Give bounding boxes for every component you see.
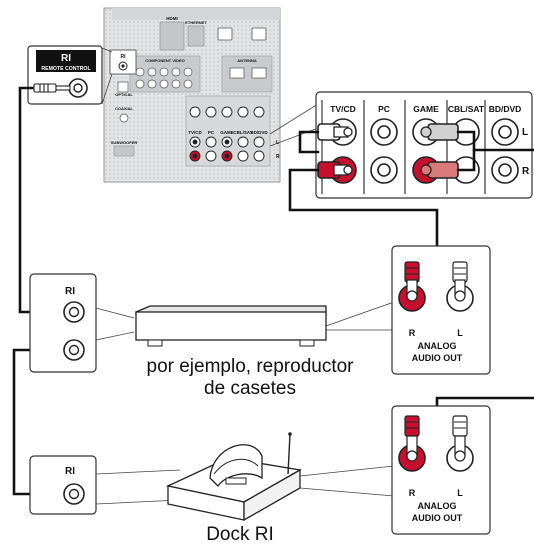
dock-ri-panel: RI <box>29 455 181 515</box>
device-caption: por ejemplo, reproductor de casetes <box>100 356 400 400</box>
zoom-channel-r: R <box>522 166 530 177</box>
analog-out-1-line2: AUDIO OUT <box>412 353 463 363</box>
rx-input-pc: PC <box>208 130 215 135</box>
plug-tvcd-l <box>317 123 353 141</box>
audio-cable-game-r <box>456 148 476 172</box>
zoomed-input-panel: TV/CD PC GAME CBL/SAT BD/DVD L R <box>269 91 533 199</box>
plug-tvcd-r <box>317 161 353 179</box>
audio-cable-game-l <box>456 130 534 152</box>
analog-out-1-l-label: L <box>457 328 463 338</box>
plug-game-r <box>420 161 459 179</box>
ri-plug-receiver <box>33 83 71 93</box>
device-ri-label: RI <box>65 286 75 297</box>
analog-out-2-l-label: L <box>457 488 463 498</box>
rx-input-game: GAME <box>220 130 234 135</box>
plug-game-l <box>420 123 459 141</box>
dock-ri-label: RI <box>65 466 75 477</box>
hdmi-port-1 <box>217 27 233 41</box>
svg-text:RI: RI <box>121 54 127 60</box>
analog-out-2-line1: ANALOG <box>418 501 457 511</box>
audio-cable-tvcd-top <box>298 130 320 154</box>
ethernet-port <box>187 25 205 47</box>
input-label-pc: PC <box>378 104 390 114</box>
subwoofer-label: SUBWOOFER <box>111 140 138 145</box>
audio-cable-tvcd <box>288 168 439 252</box>
hdmi-label: HDMI <box>166 16 178 21</box>
ethernet-label: ETHERNET <box>185 20 207 25</box>
analog-out-2-plug-l <box>446 415 474 472</box>
analog-out-1-r-label: R <box>409 328 416 338</box>
analog-audio-out-2: R L ANALOG AUDIO OUT <box>391 405 491 535</box>
analog-out-1-plug-l <box>446 261 474 312</box>
input-label-cblsat: CBL/SAT <box>448 104 485 114</box>
input-label-tvcd: TV/CD <box>330 104 356 114</box>
analog-out-2-r-label: R <box>409 488 416 498</box>
ri-remote-control-callout: RI REMOTE CONTROL <box>27 45 113 105</box>
optical-label: OPTICAL <box>115 92 133 97</box>
ri-port-subtitle: REMOTE CONTROL <box>41 66 91 72</box>
component-video-label: COMPONENT VIDEO <box>145 58 185 63</box>
rx-input-tvcd: TV/CD <box>188 130 202 135</box>
analog-audio-out-1: R L ANALOG AUDIO OUT <box>391 245 491 375</box>
ri-port-title: RI <box>61 53 71 64</box>
dock-antenna <box>287 433 291 475</box>
coaxial-label: COAXIAL <box>115 106 134 111</box>
dock-caption: Dock RI <box>206 524 274 545</box>
analog-out-1-line1: ANALOG <box>418 341 457 351</box>
receiver-rear-panel: HDMI ETHERNET COMPONENT VIDEO ANTENNA OP… <box>103 7 281 183</box>
rx-input-bddvd: BD/DVD <box>250 130 268 135</box>
zoom-channel-l: L <box>522 127 528 138</box>
device-caption-line1: por ejemplo, reproductor <box>146 356 354 377</box>
cassette-player <box>135 301 395 347</box>
rx-channel-r: R <box>276 154 280 160</box>
hdmi-section <box>159 21 185 51</box>
analog-out-2-line2: AUDIO OUT <box>412 513 463 523</box>
coaxial-port <box>119 113 129 123</box>
antenna-label: ANTENNA <box>237 58 257 63</box>
dock-device <box>165 432 395 522</box>
analog-out-1-plug-r <box>398 261 426 312</box>
device-caption-line2: de casetes <box>204 378 296 399</box>
input-label-game: GAME <box>413 104 439 114</box>
device-ri-panel: RI <box>29 273 135 373</box>
rx-input-cblsat: CBL/SAT <box>233 130 252 135</box>
analog-out-2-plug-r <box>398 415 426 472</box>
hdmi-port-2 <box>251 27 267 41</box>
optical-port <box>117 81 129 93</box>
ri-header-box <box>36 50 96 72</box>
input-label-bddvd: BD/DVD <box>489 104 522 114</box>
